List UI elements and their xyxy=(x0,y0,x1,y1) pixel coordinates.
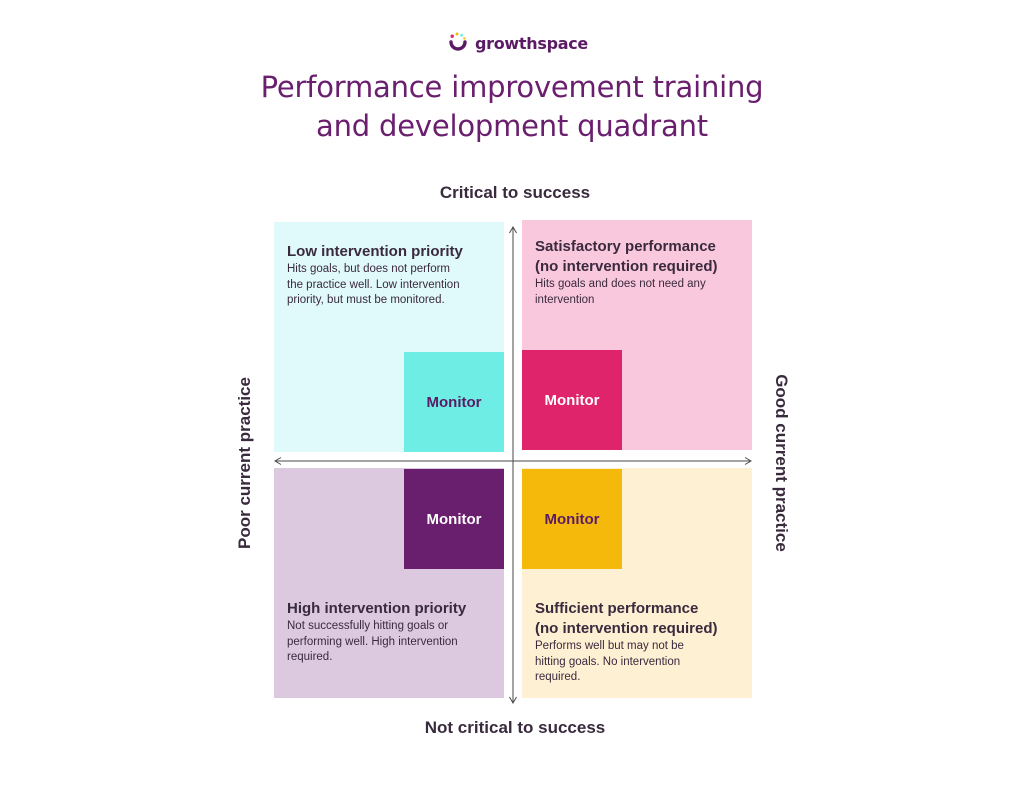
quadrant-top-right-heading: Satisfactory performance (no interventio… xyxy=(535,237,718,277)
title-line-2: and development quadrant xyxy=(316,109,708,143)
axis-label-right: Good current practice xyxy=(772,374,791,552)
description-line: priority, but must be monitored. xyxy=(287,294,445,306)
heading-line: Satisfactory performance xyxy=(535,238,716,255)
monitor-badge-bottom-left: Monitor xyxy=(404,469,504,569)
page-title: Performance improvement training and dev… xyxy=(0,68,1024,146)
description-line: intervention xyxy=(535,293,595,306)
vertical-axis-arrow-top xyxy=(509,226,517,234)
description-line: required. xyxy=(535,671,581,683)
quadrant-bottom-left-description: Not successfully hitting goals or perfor… xyxy=(287,619,458,666)
monitor-badge-top-right: Monitor xyxy=(522,350,622,450)
growthspace-logo-icon xyxy=(449,32,467,51)
quadrant-bottom-left-heading: High intervention priority xyxy=(287,600,467,617)
quadrant-bottom-right-heading: Sufficient performance (no intervention … xyxy=(535,599,718,639)
horizontal-axis-arrow-left xyxy=(274,457,282,465)
description-line: Not successfully hitting goals or xyxy=(287,620,449,632)
quadrant-bottom-right-description: Performs well but may not be hitting goa… xyxy=(535,639,684,686)
axis-label-top: Critical to success xyxy=(439,183,591,202)
vertical-axis-arrow-bottom xyxy=(509,696,517,704)
axis-label-bottom: Not critical to success xyxy=(424,718,606,737)
description-line: required. xyxy=(287,651,333,663)
heading-line: (no intervention required) xyxy=(535,620,718,637)
axis-label-left: Poor current practice xyxy=(235,377,254,549)
horizontal-axis-arrow-right xyxy=(744,457,752,465)
logo-text: growthspace xyxy=(475,33,588,53)
description-line: Hits goals, but does not perform xyxy=(287,263,450,275)
title-line-1: Performance improvement training xyxy=(260,70,764,104)
quadrant-top-left-description: Hits goals, but does not perform the pra… xyxy=(287,262,460,309)
heading-line: (no intervention required) xyxy=(535,258,718,275)
monitor-badge-top-left: Monitor xyxy=(404,352,504,452)
growthspace-logo: growthspace xyxy=(446,30,588,56)
quadrant-top-right-description: Hits goals and does not need any interve… xyxy=(535,277,706,308)
quadrant-top-left-heading: Low intervention priority xyxy=(287,243,463,260)
description-line: the practice well. Low intervention xyxy=(287,278,460,291)
monitor-badge-bottom-right: Monitor xyxy=(522,469,622,569)
description-line: Performs well but may not be xyxy=(535,640,684,652)
description-line: Hits goals and does not need any xyxy=(535,278,706,290)
description-line: hitting goals. No intervention xyxy=(535,655,681,668)
heading-line: Sufficient performance xyxy=(535,600,699,617)
description-line: performing well. High intervention xyxy=(287,635,458,648)
